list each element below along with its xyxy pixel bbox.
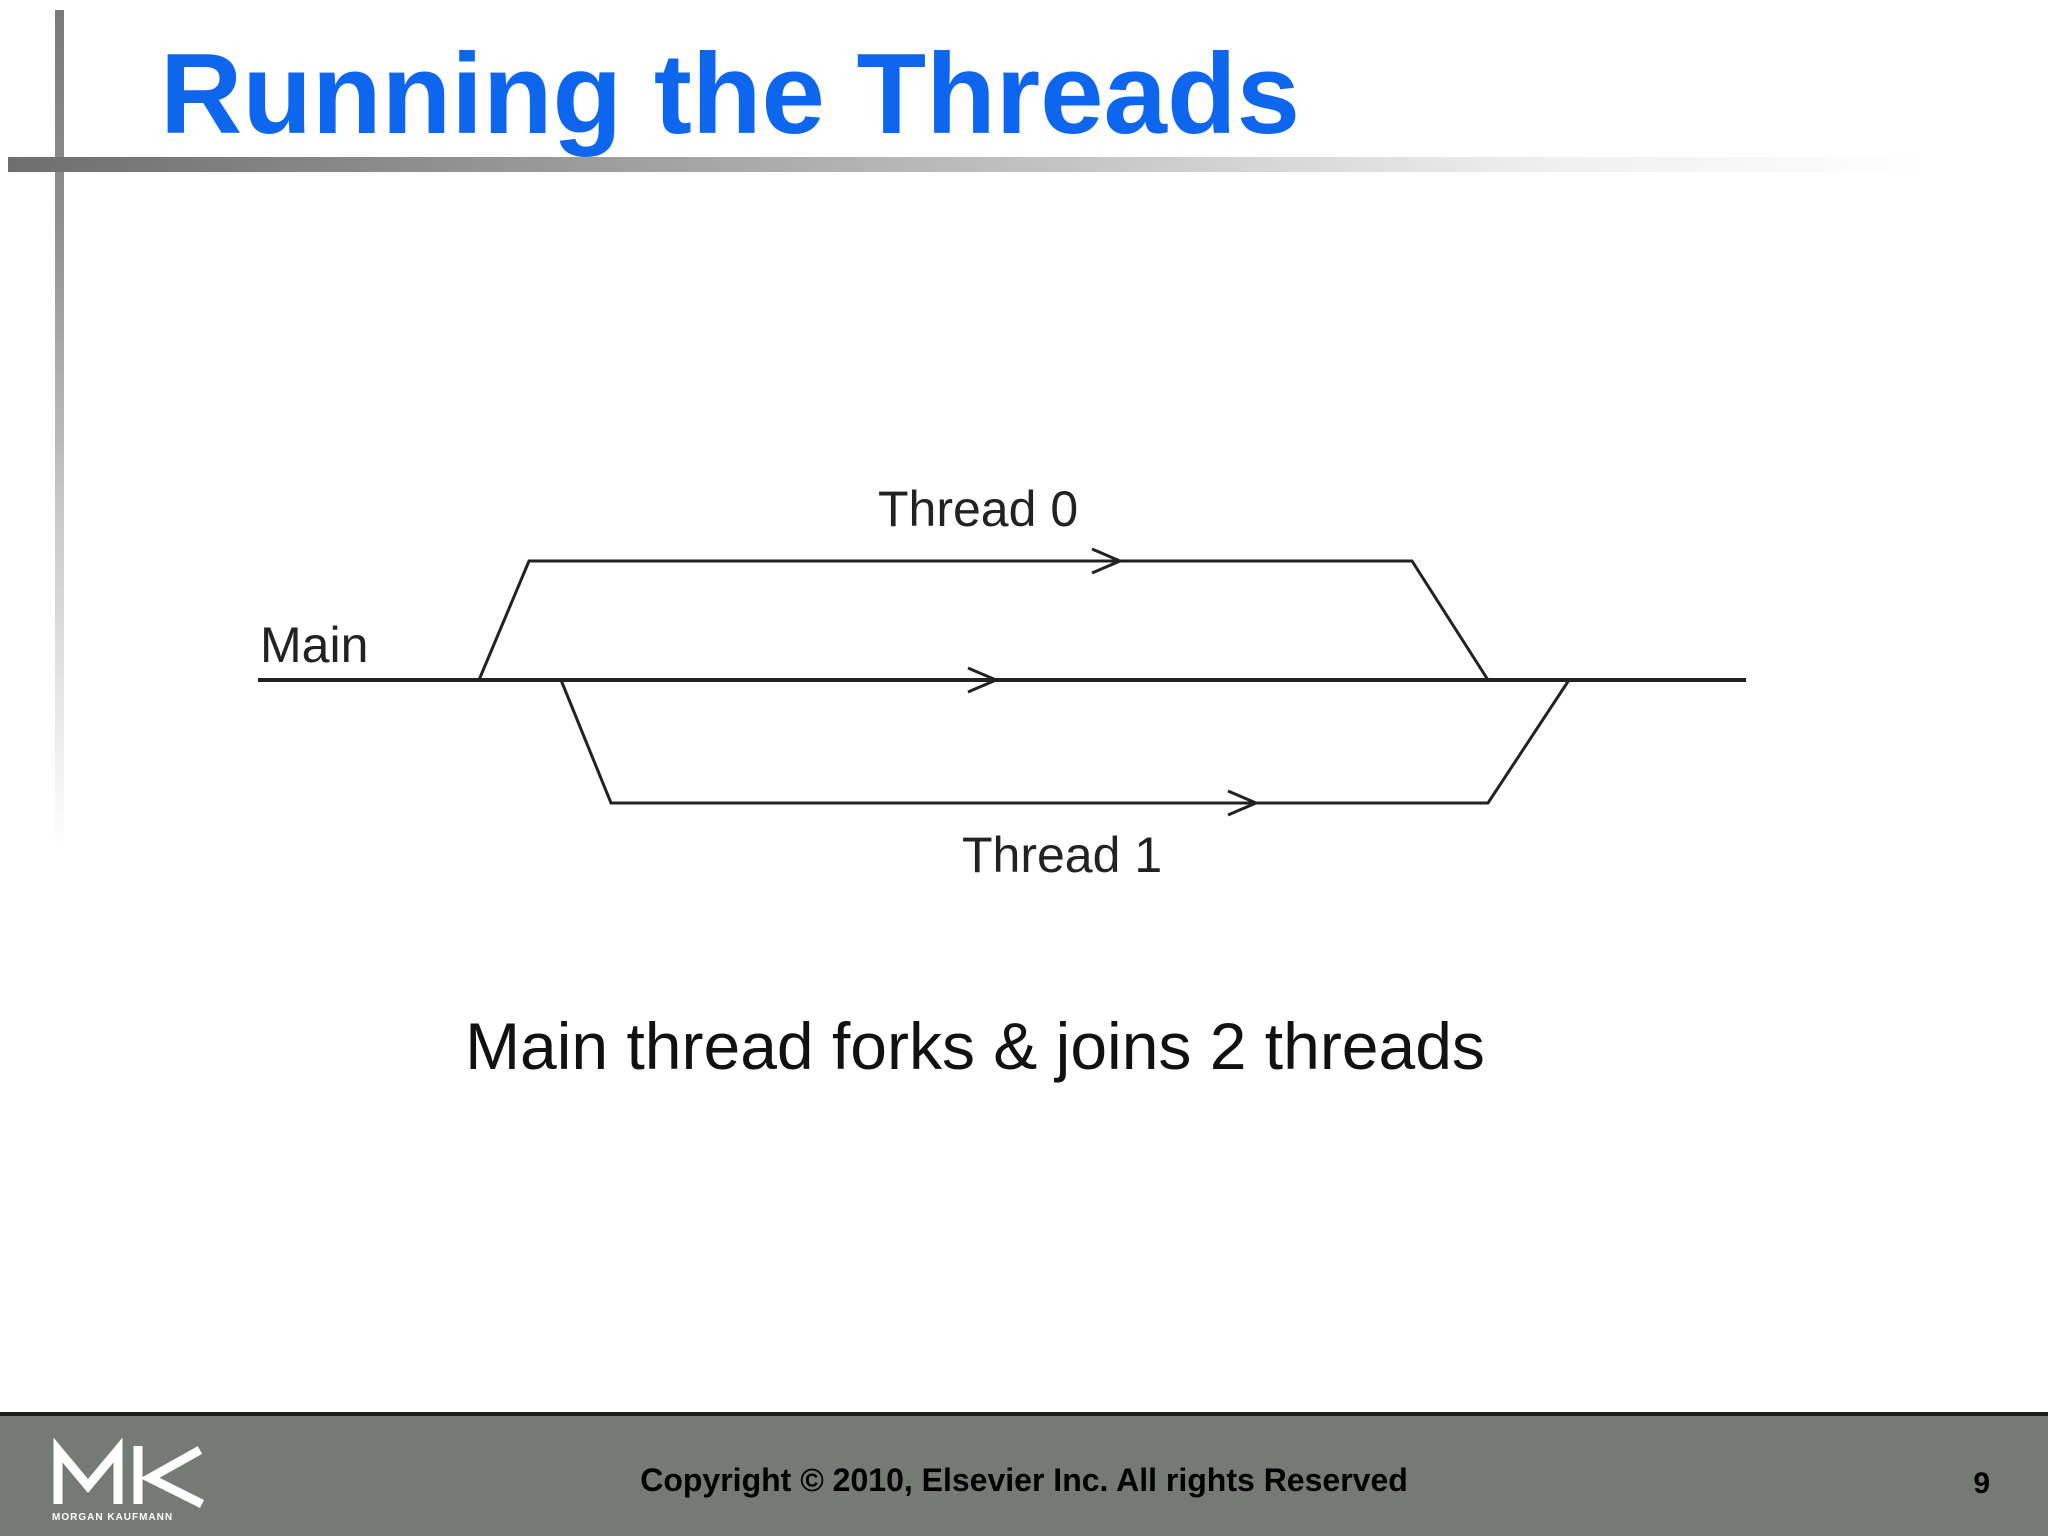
slide-title: Running the Threads	[160, 31, 1300, 158]
thread1-label: Thread 1	[962, 827, 1162, 883]
thread0-arrow	[1091, 547, 1124, 575]
footer: MORGAN KAUFMANN Copyright © 2010, Elsevi…	[0, 1412, 2048, 1536]
thread0-path	[477, 559, 1490, 681]
slide-caption: Main thread forks & joins 2 threads	[465, 1009, 1485, 1083]
publisher-name: MORGAN KAUFMANN	[52, 1512, 174, 1523]
copyright-text: Copyright © 2010, Elsevier Inc. All righ…	[640, 1462, 1408, 1498]
vertical-accent-bar	[55, 10, 64, 850]
page-number: 9	[1973, 1467, 1990, 1500]
main-label: Main	[260, 617, 368, 673]
thread1-arrow	[1227, 789, 1260, 817]
main-thread-arrow	[967, 666, 1000, 694]
thread0-label: Thread 0	[878, 481, 1078, 537]
publisher-logo: MORGAN KAUFMANN	[52, 1437, 212, 1534]
fork-join-diagram: Main Thread 0 Thread 1	[258, 481, 1746, 883]
mk-logo-icon	[53, 1437, 205, 1509]
thread1-path	[559, 679, 1571, 805]
horizontal-accent-bar	[8, 157, 1928, 172]
